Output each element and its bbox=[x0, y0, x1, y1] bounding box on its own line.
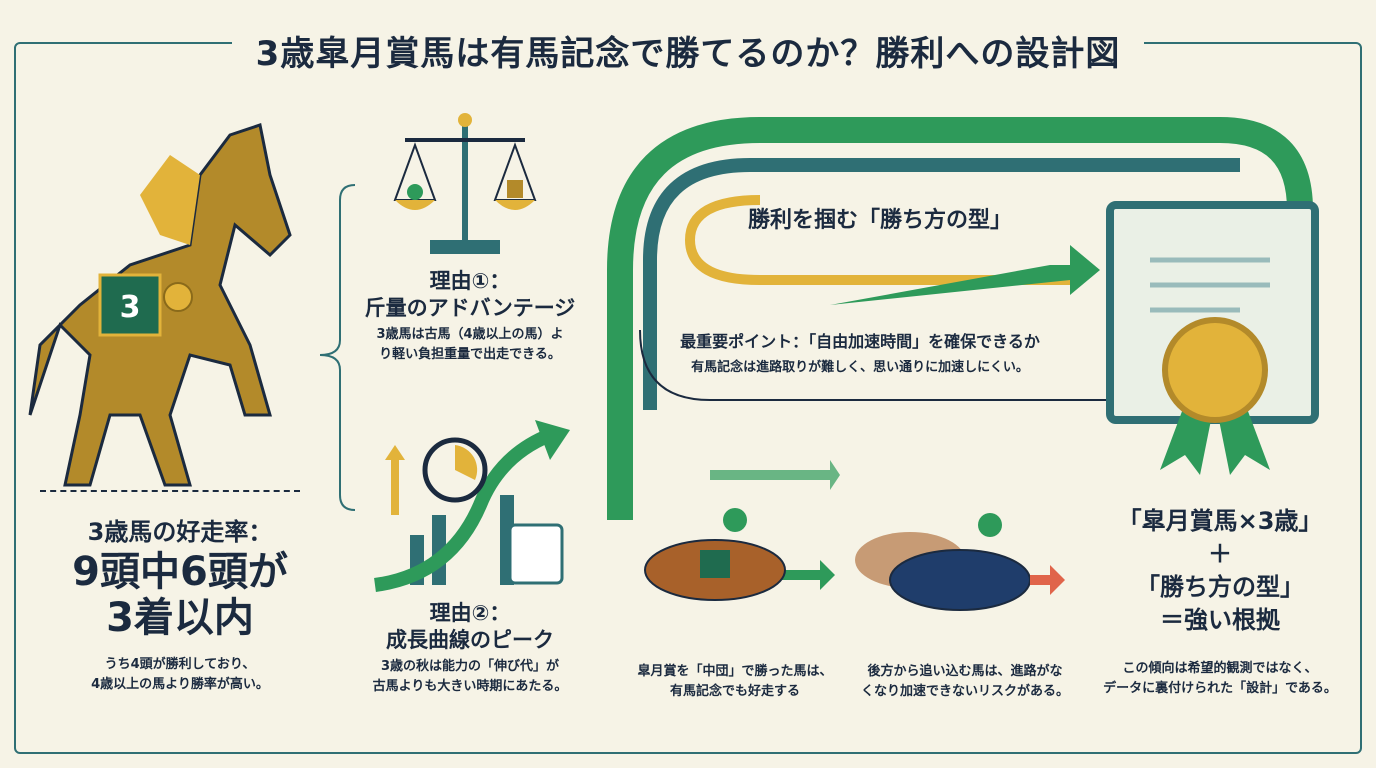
certificate-icon bbox=[1106, 201, 1319, 475]
scale-icon bbox=[393, 113, 537, 254]
winning-pattern-label: 勝利を掴む「勝ち方の型」 bbox=[747, 208, 1012, 233]
divider bbox=[40, 490, 300, 492]
growth-chart-icon bbox=[373, 420, 570, 592]
race-track-illustration bbox=[607, 117, 1313, 520]
medal-icon bbox=[163, 282, 193, 312]
page-title: 3歳皐月賞馬は有馬記念で勝てるのか？勝利への設計図 bbox=[0, 26, 1376, 75]
jockey-midpack-illustration bbox=[644, 460, 840, 601]
bracket-connector bbox=[319, 184, 356, 511]
saddle-cloth bbox=[98, 273, 162, 337]
reason1-title: 斤量のアドバンテージ bbox=[364, 296, 576, 320]
svg-text:3: 3 bbox=[120, 290, 141, 325]
conclusion-line: ＝強い根拠 bbox=[1160, 606, 1280, 634]
key-point-desc: 有馬記念は進路取りが難しく、思い通りに加速しにくい。 bbox=[691, 360, 1029, 375]
horse-illustration: 3 bbox=[28, 123, 292, 487]
reason1-title: 理由①： bbox=[429, 269, 511, 293]
conclusion-line: 「勝ち方の型」 bbox=[1136, 573, 1304, 601]
gold-seal-icon bbox=[1162, 317, 1268, 423]
reason2-title: 成長曲線のピーク bbox=[386, 628, 554, 652]
calendar-icon bbox=[508, 523, 564, 585]
stat-headline: 9頭中6頭が bbox=[72, 549, 288, 595]
stat-label: 3歳馬の好走率： bbox=[87, 518, 273, 546]
stat-headline: 3着以内 bbox=[106, 595, 254, 641]
reason2-title: 理由②： bbox=[429, 601, 511, 625]
conclusion-line: 「皐月賞馬×3歳」 bbox=[1117, 507, 1323, 535]
jockey-closer-illustration bbox=[855, 513, 1065, 611]
key-point: 最重要ポイント：「自由加速時間」を確保できるか bbox=[680, 332, 1040, 351]
